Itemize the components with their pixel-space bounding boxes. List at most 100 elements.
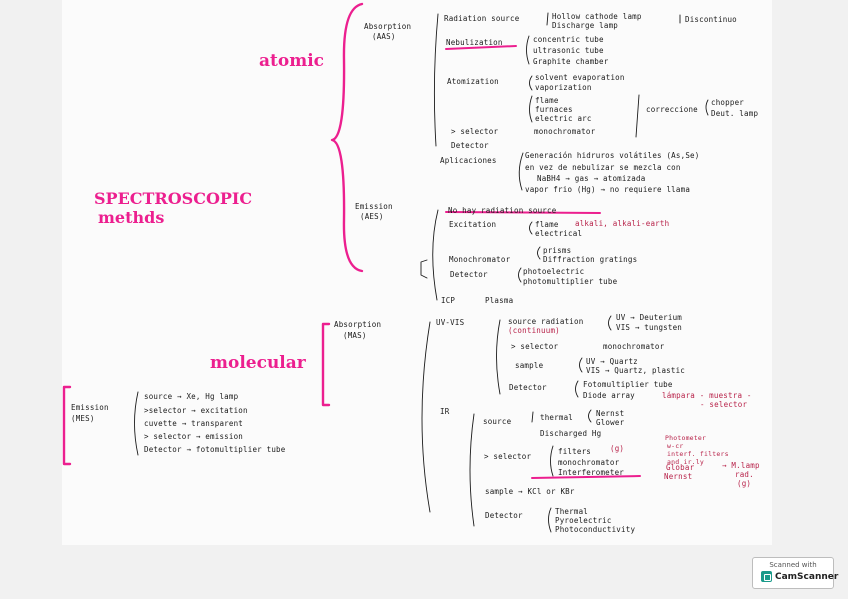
thermal-source: thermal (540, 413, 574, 422)
diffraction-gratings: Diffraction gratings (543, 255, 638, 264)
ir: IR (440, 407, 450, 416)
mlamp-g: (g) (737, 479, 752, 488)
ir-sample: sample → KCl or KBr (485, 487, 575, 496)
mes-label: Emission (71, 403, 109, 412)
aas-monochromator: monochromator (534, 127, 596, 136)
camscanner-watermark: Scanned with CamScanner (752, 557, 838, 589)
scanned-notes-page (62, 0, 772, 545)
mes-cuvette: cuvette → transparent (144, 419, 244, 428)
graphite-chamber: Graphite chamber (533, 57, 609, 66)
spectroscopic-heading-line2: methds (98, 208, 165, 227)
spectroscopic-heading-line1: SPECTROSCOPIC (94, 189, 253, 208)
aes-label: Emission (355, 202, 393, 211)
scanned-with-text: Scanned with (769, 561, 817, 569)
vis-tungsten: VIS → tungsten (616, 323, 683, 332)
mas-selector: > selector (511, 342, 559, 351)
ir-source: source (483, 417, 512, 426)
discharged-hg: Discharged Hg (540, 429, 602, 438)
applications: Aplicaciones (440, 156, 497, 165)
excitation: Excitation (449, 220, 497, 229)
molecular-heading: molecular (210, 353, 306, 373)
source-radiation: source radiation (508, 317, 584, 326)
mas-label: Absorption (334, 320, 382, 329)
mas-selector-value: monochromator (603, 342, 665, 351)
alkali-note: alkali, alkali-earth (575, 219, 670, 228)
excitation-electrical: electrical (535, 229, 583, 238)
photometer-note-4: and ir.ly (667, 458, 705, 466)
photoconductivity: Photoconductivity (555, 525, 636, 534)
plasma: Plasma (485, 296, 514, 305)
electric-arc: electric arc (535, 114, 592, 123)
photometer-note: Photometer (665, 434, 707, 442)
ultrasonic-tube: ultrasonic tube (533, 46, 604, 55)
nernst-note: Nernst (664, 472, 693, 481)
atomic-heading: atomic (259, 51, 325, 71)
photoelectric: photoelectric (523, 267, 585, 276)
radiation-source: Radiation source (444, 14, 520, 23)
detector-note: lámpara - muestra - (662, 391, 752, 400)
solvent-evaporation: solvent evaporation (535, 73, 625, 82)
fotomultiplier-tube: Fotomultiplier tube (583, 380, 673, 389)
deuterium-lamp: Deut. lamp (711, 109, 759, 118)
chopper: chopper (711, 98, 745, 107)
concentric-tube: concentric tube (533, 35, 604, 44)
no-radiation-source: No hay radiation source (448, 206, 557, 215)
filters: filters (558, 447, 592, 456)
discharge-lamp: Discharge lamp (552, 21, 619, 30)
ir-thermal: Thermal (555, 507, 589, 516)
atomization: Atomization (447, 77, 499, 86)
aas-label: Absorption (364, 22, 412, 31)
ir-monochromator: monochromator (558, 458, 620, 467)
vaporization: vaporization (535, 83, 592, 92)
pyroelectric: Pyroelectric (555, 516, 612, 525)
filters-note: (g) (610, 444, 625, 453)
application-1: Generación hidruros volátiles (As,Se) (525, 151, 700, 160)
aes-detector: Detector (450, 270, 488, 279)
mas-label-code: (MAS) (343, 331, 367, 340)
nernst: Nernst (596, 409, 625, 418)
ir-detector: Detector (485, 511, 523, 520)
application-3: NaBH4 → gas → atomizada (537, 174, 646, 183)
globar-note: Globar (666, 463, 695, 472)
application-4: vapor frio (Hg) → no requiere llama (525, 185, 691, 194)
ir-selector: > selector (484, 452, 532, 461)
nebulization: Nebulization (446, 38, 503, 47)
aas-detector: Detector (451, 141, 489, 150)
aas-label-code: (AAS) (372, 32, 396, 41)
mes-label-code: (MES) (71, 414, 95, 423)
flame: flame (535, 96, 559, 105)
uv-deuterium: UV → Deuterium (616, 313, 683, 322)
uv-quartz: UV → Quartz (586, 357, 638, 366)
aes-label-code: (AES) (360, 212, 384, 221)
detector-note-2: - selector (700, 400, 748, 409)
uv-vis: UV-VIS (436, 318, 465, 327)
mes-emission-selector: > selector → emission (144, 432, 244, 441)
icp: ICP (441, 296, 456, 305)
glower: Glower (596, 418, 625, 427)
hollow-cathode-lamp: Hollow cathode lamp (552, 12, 642, 21)
mes-detector: Detector → fotomultiplier tube (144, 445, 286, 454)
application-2: en vez de nebulizar se mezcla con (525, 163, 681, 172)
aes-monochromator: Monochromator (449, 255, 511, 264)
interferometer: Interferometer (558, 468, 625, 477)
mas-sample: sample (515, 361, 544, 370)
furnaces: furnaces (535, 105, 573, 114)
diode-array: Diode array (583, 391, 635, 400)
mes-source: source → Xe, Hg lamp (144, 392, 239, 401)
photomultiplier-tube: photomultiplier tube (523, 277, 618, 286)
correction: correccione (646, 105, 698, 114)
mlamp-rad: rad. (735, 470, 754, 479)
mas-detector: Detector (509, 383, 547, 392)
mlamp-note: → M.lamp (722, 461, 760, 470)
photometer-note-2: w-cr (667, 442, 684, 450)
vis-quartz-plastic: VIS → Quartz, plastic (586, 366, 686, 375)
camscanner-text: CamScanner (775, 572, 839, 582)
continuum: (continuum) (508, 326, 560, 335)
camscanner-logo-icon (761, 571, 772, 582)
prisms: prisms (543, 246, 572, 255)
mes-excitation-selector: >selector → excitation (144, 406, 248, 415)
photometer-note-3: interf. filters (667, 450, 729, 458)
discontinuous: Discontinuo (685, 15, 737, 24)
aas-selector: > selector (451, 127, 499, 136)
